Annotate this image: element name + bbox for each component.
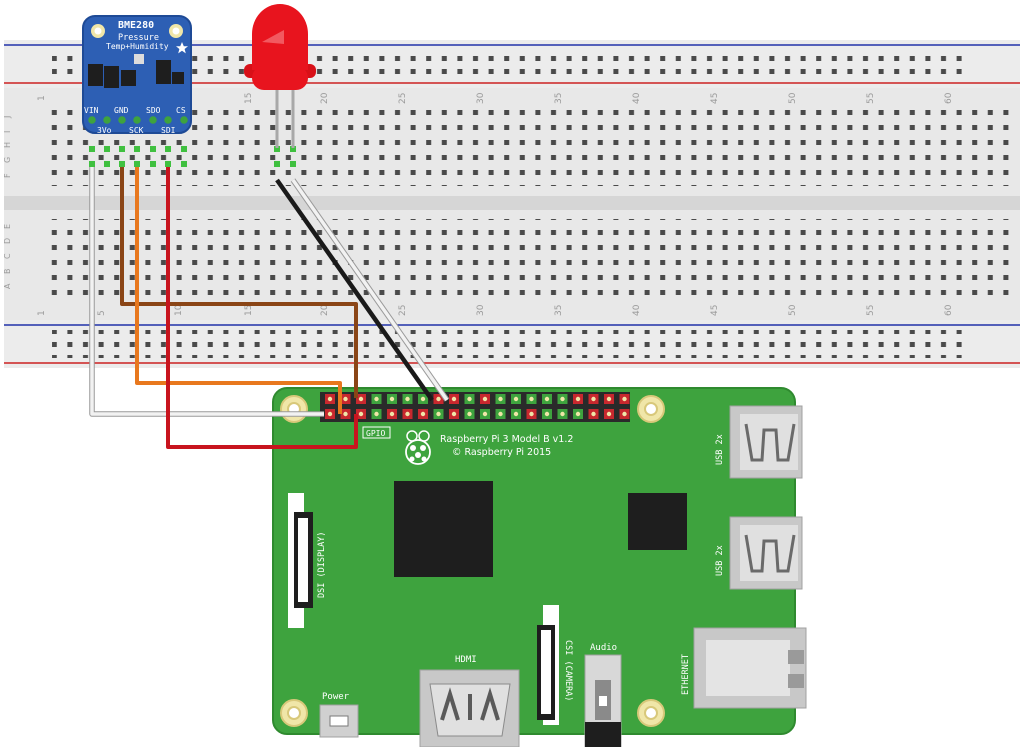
wire-red-sdi (166, 164, 358, 449)
sensor-pins (86, 114, 190, 126)
usb-controller-chip (628, 493, 687, 550)
pin-label-cs: CS (176, 106, 186, 115)
wire-black-led (275, 178, 434, 402)
col-label: 5 (97, 310, 107, 316)
col-label: 35 (554, 93, 564, 104)
bottom-rail-holes (52, 330, 972, 358)
audio-jack: Audio (584, 643, 622, 747)
top-terminal-holes (44, 108, 1014, 186)
col-label: 45 (710, 93, 720, 104)
col-label: 50 (788, 92, 798, 104)
col-label: 15 (244, 305, 254, 316)
col-label: 10 (174, 304, 184, 316)
col-label: 1 (37, 95, 47, 101)
power-label: Power (322, 692, 350, 702)
dsi-connector: DSI (DISPLAY) (288, 493, 327, 628)
col-label: 50 (788, 304, 798, 316)
col-label: 60 (944, 304, 954, 316)
column-labels-bottom: 1 5 10 15 20 25 30 35 40 45 50 55 60 (37, 304, 954, 316)
pin-label-sck: SCK (129, 126, 144, 135)
dsi-label: DSI (DISPLAY) (317, 531, 327, 598)
col-label: 30 (476, 304, 486, 316)
pin-label-vin: VIN (84, 106, 99, 115)
sensor-subtitle-1: Pressure (118, 33, 159, 43)
csi-label: CSI (CAMERA) (563, 640, 573, 701)
bottom-terminal-holes (44, 219, 1014, 297)
col-label: 25 (398, 93, 408, 104)
sensor-title: BME280 (118, 20, 154, 31)
row-label: E (3, 224, 12, 229)
mounting-holes (280, 395, 665, 727)
gpio-label: GPIO (366, 429, 385, 438)
hdmi-port: HDMI (419, 655, 520, 747)
usb-port-2: USB 2x (715, 516, 803, 590)
col-label: 1 (37, 310, 47, 316)
pin-label-sdo: SDO (146, 106, 161, 115)
col-label: 40 (632, 92, 642, 104)
row-label: J (3, 116, 12, 119)
wire-orange-sck (135, 164, 342, 414)
sensor-subtitle-2: Temp+Humidity (106, 42, 169, 51)
ethernet-label: ETHERNET (681, 654, 691, 695)
power-port: Power (319, 692, 359, 738)
row-label: H (3, 142, 12, 148)
raspberry-logo-icon (405, 430, 431, 465)
soc-chip (394, 481, 493, 577)
col-label: 40 (632, 304, 642, 316)
sensor-pin-labels: VIN GND SDO CS 3Vo SCK SDI (84, 106, 186, 135)
col-label: 60 (944, 92, 954, 104)
gpio-header (320, 392, 630, 422)
pin-label-sdi: SDI (161, 126, 176, 135)
row-labels: J I H G F E D C B A (3, 116, 12, 289)
bme280-sensor: BME280 Pressure Temp+Humidity VIN GND SD… (82, 15, 192, 135)
col-label: 15 (244, 93, 254, 104)
col-label: 55 (866, 305, 876, 316)
row-label: C (3, 253, 12, 259)
usb-label-1: USB 2x (715, 434, 725, 465)
row-label: F (3, 173, 12, 178)
highlighted-holes (89, 146, 296, 167)
pin-label-3vo: 3Vo (97, 126, 112, 135)
usb-label-2: USB 2x (715, 545, 725, 576)
csi-connector: CSI (CAMERA) (537, 605, 573, 725)
top-rail-holes (52, 49, 972, 77)
pin-label-gnd: GND (114, 106, 129, 115)
col-label: 55 (866, 93, 876, 104)
copyright-text: © Raspberry Pi 2015 (452, 447, 551, 458)
row-label: B (3, 269, 12, 275)
col-label: 20 (320, 304, 330, 316)
hdmi-label: HDMI (455, 655, 477, 665)
raspberry-pi-board: GPIO Raspberry Pi 3 Model B v1.2 © Raspb… (272, 387, 807, 747)
col-label: 25 (398, 305, 408, 316)
wires (89, 164, 450, 449)
audio-label: Audio (590, 643, 617, 653)
row-label: G (3, 157, 12, 163)
ethernet-port: ETHERNET (681, 627, 807, 709)
col-label: 20 (320, 92, 330, 104)
row-label: I (3, 131, 12, 133)
col-label: 45 (710, 305, 720, 316)
star-icon (176, 42, 188, 54)
usb-port-1: USB 2x (715, 405, 803, 479)
model-text: Raspberry Pi 3 Model B v1.2 (440, 434, 573, 445)
row-label: D (3, 238, 12, 244)
wire-brown-gnd (120, 164, 358, 398)
row-label: A (3, 283, 12, 289)
col-label: 30 (476, 92, 486, 104)
col-label: 35 (554, 305, 564, 316)
red-led (244, 4, 316, 148)
